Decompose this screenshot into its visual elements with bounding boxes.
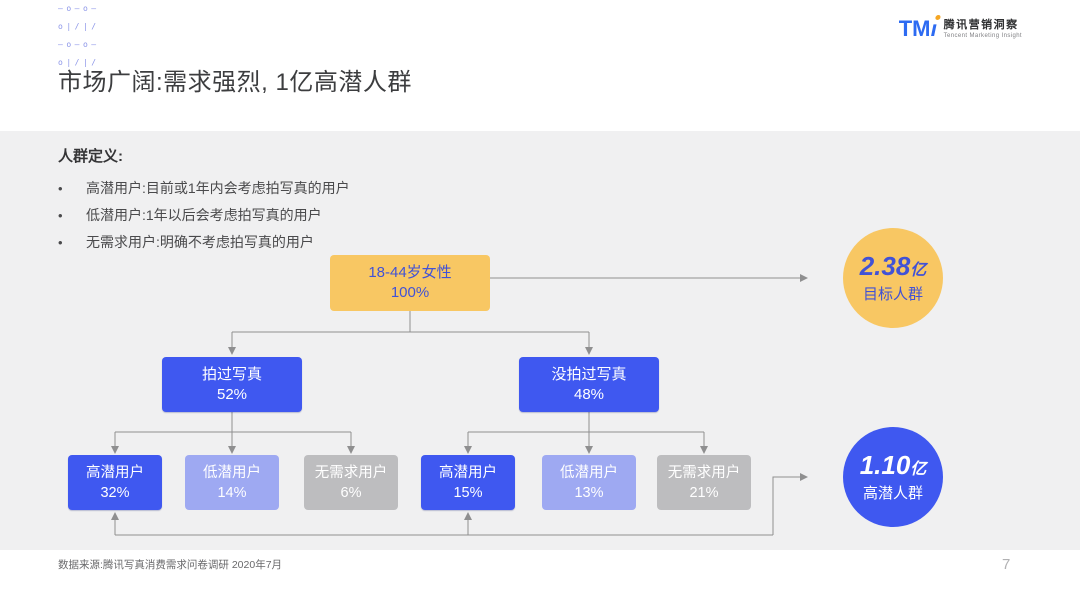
tree-node-root: 18-44岁女性 100% [330, 255, 490, 311]
deco-row: o|/|/ [58, 22, 100, 31]
page-title: 市场广阔:需求强烈, 1亿高潜人群 [58, 69, 412, 96]
definition-item: • 高潜用户:目前或1年内会考虑拍写真的用户 [58, 175, 350, 202]
deco-row: o|/|/ [58, 58, 100, 67]
definition-item: • 无需求用户:明确不考虑拍写真的用户 [58, 229, 350, 256]
page-number: 7 [1002, 556, 1011, 573]
bullet-icon: • [58, 208, 63, 223]
node-label: 高潜用户 [86, 464, 144, 481]
node-value: 52% [216, 385, 248, 403]
tree-node-low-potential-1: 低潜用户 14% [185, 455, 279, 510]
node-value: 6% [340, 484, 362, 501]
badge-unit: 亿 [910, 261, 927, 279]
decorative-pattern: —o—o— o|/|/ —o—o— o|/|/ [58, 4, 100, 67]
target-population-badge: 2.38亿 目标人群 [843, 228, 943, 328]
data-source-note: 数据来源:腾讯写真消费需求问卷调研 2020年7月 [58, 559, 283, 571]
deco-row: —o—o— [58, 40, 100, 49]
tree-node-high-potential-1: 高潜用户 32% [68, 455, 162, 510]
tree-node-no-need-2: 无需求用户 21% [657, 455, 751, 510]
node-value: 32% [100, 484, 130, 501]
node-label: 高潜用户 [439, 464, 497, 481]
logo-dot-icon [934, 15, 941, 20]
definition-text: 低潜用户:1年以后会考虑拍写真的用户 [86, 207, 322, 223]
definitions-heading: 人群定义: [58, 148, 123, 165]
definition-text: 高潜用户:目前或1年内会考虑拍写真的用户 [86, 180, 350, 196]
tmi-logo-icon: TMı [898, 15, 941, 42]
badge-unit: 亿 [910, 460, 927, 478]
bullet-icon: • [58, 235, 63, 250]
node-label: 无需求用户 [667, 464, 741, 481]
node-value: 13% [574, 484, 604, 501]
definitions-block: 人群定义: • 高潜用户:目前或1年内会考虑拍写真的用户 • 低潜用户:1年以后… [58, 145, 350, 256]
logo-name-cn: 腾讯营销洞察 [943, 18, 1019, 31]
badge-value-row: 1.10亿 [860, 451, 927, 484]
node-value: 15% [453, 484, 483, 501]
node-label: 18-44岁女性 [368, 264, 452, 281]
node-label: 低潜用户 [203, 464, 261, 481]
badge-label: 高潜人群 [862, 484, 923, 502]
node-value: 100% [390, 284, 430, 301]
high-potential-badge: 1.10亿 高潜人群 [843, 427, 943, 527]
tmi-logo: TMı 腾讯营销洞察 Tencent Marketing Insight [898, 15, 1022, 42]
tree-node-photographed: 拍过写真 52% [162, 357, 302, 412]
bullet-icon: • [58, 181, 63, 196]
node-value: 21% [689, 484, 719, 501]
tree-node-not-photographed: 没拍过写真 48% [519, 357, 659, 412]
badge-value-row: 2.38亿 [860, 252, 927, 285]
deco-row: —o—o— [58, 4, 100, 13]
tree-node-low-potential-2: 低潜用户 13% [542, 455, 636, 510]
node-value: 14% [217, 484, 247, 501]
tree-node-high-potential-2: 高潜用户 15% [421, 455, 515, 510]
node-label: 低潜用户 [560, 464, 618, 481]
badge-label: 目标人群 [862, 285, 923, 303]
tree-node-no-need-1: 无需求用户 6% [304, 455, 398, 510]
definition-item: • 低潜用户:1年以后会考虑拍写真的用户 [58, 202, 350, 229]
node-label: 无需求用户 [314, 464, 388, 481]
badge-value: 2.38 [859, 250, 911, 281]
node-label: 没拍过写真 [551, 365, 627, 383]
logo-tm: TM [898, 16, 931, 41]
node-value: 48% [573, 385, 605, 403]
definition-text: 无需求用户:明确不考虑拍写真的用户 [86, 234, 314, 250]
node-label: 拍过写真 [201, 365, 262, 383]
logo-name-en: Tencent Marketing Insight [943, 32, 1022, 39]
badge-value: 1.10 [859, 449, 911, 480]
logo-text: 腾讯营销洞察 Tencent Marketing Insight [944, 19, 1022, 40]
